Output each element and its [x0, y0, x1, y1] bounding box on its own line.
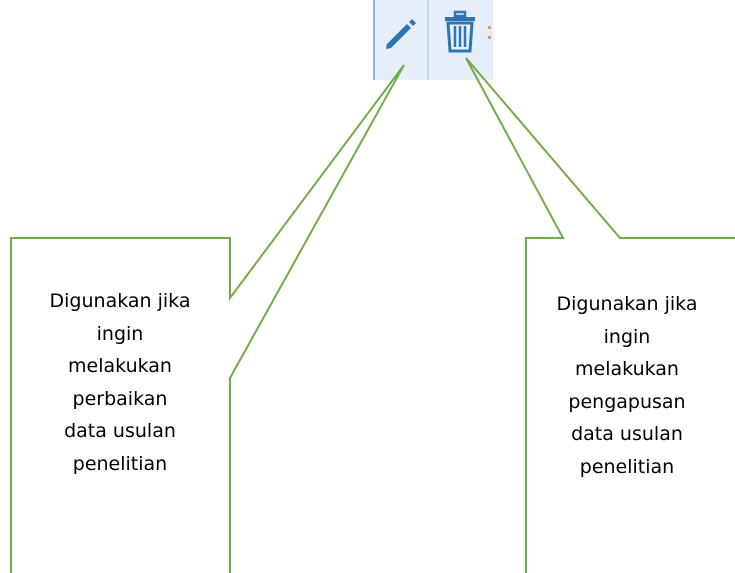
delete-callout-line: ingin [603, 325, 651, 348]
delete-callout-line: pengapusan [568, 390, 686, 413]
edit-callout-line: penelitian [72, 452, 168, 475]
edit-callout-line: data usulan [64, 420, 176, 442]
edit-callout-line: melakukan [68, 355, 172, 377]
edit-callout-line: ingin [96, 322, 144, 345]
edit-callout-line: perbaikan [72, 387, 168, 410]
edit-callout-line: Digunakan jika [49, 290, 191, 312]
trash-icon [445, 10, 475, 53]
delete-button[interactable] [434, 4, 486, 60]
delete-callout-text: Digunakan jika ingin melakukan pengapusa… [532, 288, 722, 483]
delete-callout-line: Digunakan jika [556, 293, 698, 315]
delete-callout-line: melakukan [575, 358, 679, 380]
delete-callout-line: data usulan [571, 423, 683, 445]
pencil-icon [386, 19, 416, 49]
toolbar-overflow-mark [488, 26, 491, 29]
edit-button[interactable] [378, 4, 424, 60]
edit-callout-text: Digunakan jika ingin melakukan perbaikan… [20, 285, 220, 480]
toolbar-divider [427, 0, 429, 80]
delete-callout-line: penelitian [579, 455, 675, 478]
